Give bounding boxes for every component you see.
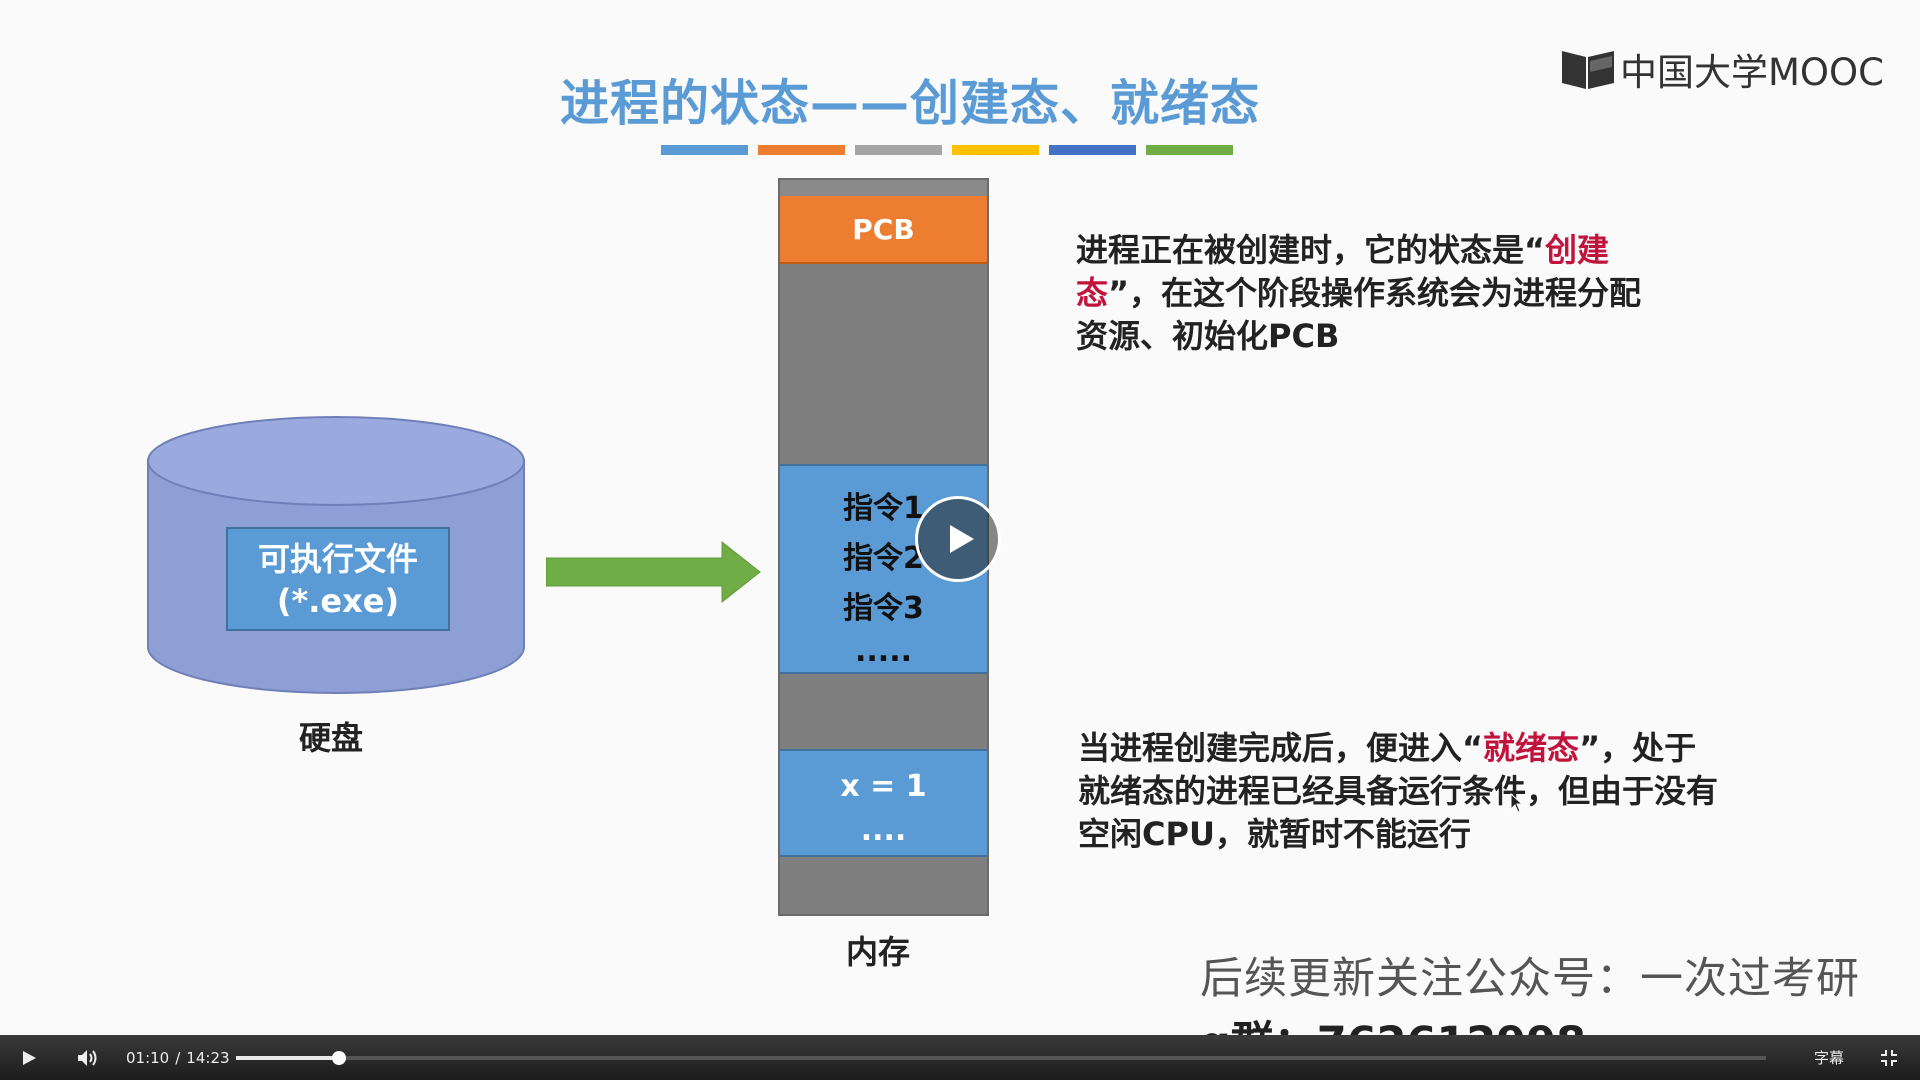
slide-title: 进程的状态——创建态、就绪态 xyxy=(560,75,1261,132)
volume-button[interactable] xyxy=(76,1035,100,1080)
memory-data-segment: x = 1 .... xyxy=(780,749,987,857)
play-icon xyxy=(23,1050,36,1065)
ready-state-description: 当进程创建完成后，便进入“就绪态”，处于就绪态的进程已经具备运行条件，但由于没有… xyxy=(1078,727,1718,856)
play-icon xyxy=(950,525,974,553)
instruction-line: 指令1 xyxy=(843,491,924,526)
load-arrow-icon xyxy=(546,540,761,604)
executable-file-ext: (*.exe) xyxy=(276,582,400,620)
created-text-after: ”，在这个阶段操作系统会为进程分配资源、初始化PCB xyxy=(1076,274,1642,355)
watermark-follow: 后续更新关注公众号：一次过考研 xyxy=(1200,954,1860,1004)
title-bar-5 xyxy=(1049,145,1136,155)
exit-fullscreen-icon xyxy=(1881,1049,1897,1066)
progress-bar[interactable] xyxy=(236,1051,1766,1065)
title-bar-3 xyxy=(855,145,942,155)
memory-label: 内存 xyxy=(846,933,911,971)
created-state-highlight: 创建态 xyxy=(1076,231,1610,312)
title-bar-2 xyxy=(758,145,845,155)
subtitles-button[interactable]: 字幕 xyxy=(1814,1049,1845,1067)
created-state-description: 进程正在被创建时，它的状态是“创建态”，在这个阶段操作系统会为进程分配资源、初始… xyxy=(1076,229,1646,358)
ready-state-highlight: 就绪态 xyxy=(1483,729,1580,767)
center-play-button[interactable] xyxy=(915,496,1001,582)
volume-icon xyxy=(78,1049,97,1066)
instruction-ellipsis: ..... xyxy=(855,634,912,669)
mooc-logo-text: 中国大学MOOC xyxy=(1620,51,1885,94)
instruction-line: 指令2 xyxy=(843,541,924,576)
progress-fill xyxy=(236,1056,339,1060)
title-bar-6 xyxy=(1146,145,1233,155)
created-text-before: 进程正在被创建时，它的状态是“ xyxy=(1076,231,1546,269)
mooc-logo: 中国大学MOOC xyxy=(1560,42,1884,96)
mouse-cursor-icon xyxy=(1510,793,1524,813)
current-time: 01:10 xyxy=(126,1048,170,1067)
duration: 14:23 xyxy=(186,1048,230,1067)
title-bar-4 xyxy=(952,145,1039,155)
title-color-bars xyxy=(661,145,1233,155)
disk-label: 硬盘 xyxy=(299,719,364,757)
data-line: x = 1 xyxy=(840,769,927,804)
time-display: 01:10 / 14:23 xyxy=(126,1035,230,1080)
play-button[interactable] xyxy=(20,1035,38,1080)
time-separator: / xyxy=(175,1048,181,1067)
ready-text-after: ”，处于就绪态的进程已经具备运行条件，但由于没有空闲CPU，就暂时不能运行 xyxy=(1078,729,1719,853)
player-control-bar: 01:10 / 14:23 字幕 xyxy=(0,1035,1920,1080)
memory-pcb: PCB xyxy=(780,196,987,264)
memory-top-strip xyxy=(780,180,987,196)
data-ellipsis: .... xyxy=(860,813,907,848)
exit-fullscreen-button[interactable] xyxy=(1880,1035,1898,1080)
executable-file-label: 可执行文件 xyxy=(257,540,418,578)
ready-text-before: 当进程创建完成后，便进入“ xyxy=(1078,729,1484,767)
progress-handle[interactable] xyxy=(331,1051,346,1065)
title-bar-1 xyxy=(661,145,748,155)
mooc-book-icon xyxy=(1562,51,1614,89)
executable-file-box: 可执行文件 (*.exe) xyxy=(226,527,450,631)
instruction-line: 指令3 xyxy=(843,591,924,626)
